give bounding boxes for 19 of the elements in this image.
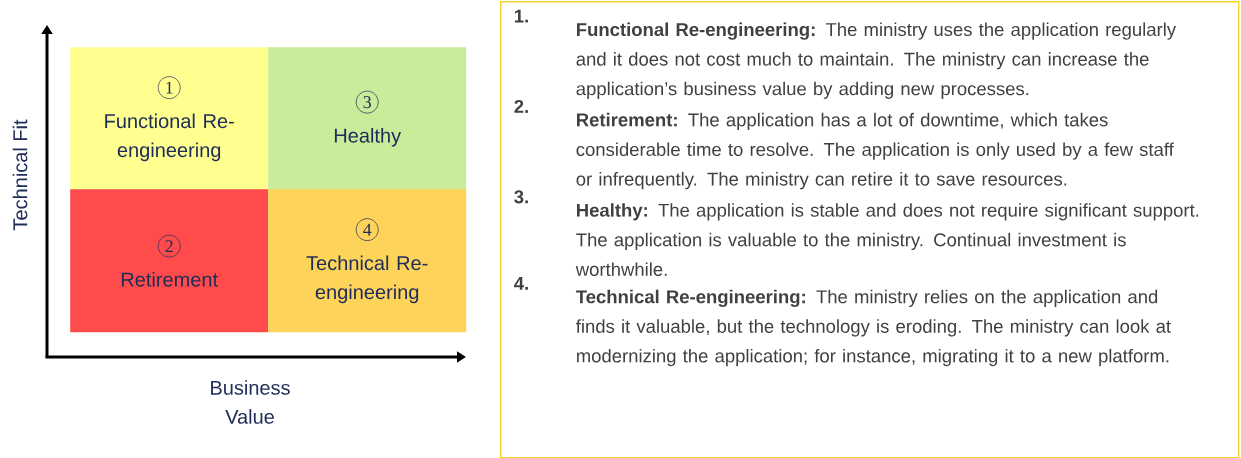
list-item: Technical Re-engineering: The ministry relies on the application and finds it valuable, but the technology is eroding. The ministry can look at modernizing the application; for instance, migrating it to a new platform. xyxy=(575,289,1171,367)
quadrant-label: Retirement xyxy=(121,271,218,287)
list-number: 3. xyxy=(514,190,528,204)
quadrant xyxy=(268,189,467,333)
quadrant xyxy=(268,47,467,191)
quadrant-label: Technical Re-engineering xyxy=(306,255,428,304)
text-panel xyxy=(500,1,1240,458)
list-number: 2. xyxy=(514,99,528,113)
list-number: 1. xyxy=(514,9,528,23)
list-item: Retirement: The application has a lot of downtime, which takes considerable time to resolve. The application is only used by a few staff or infrequently. The ministry can retire it to save resources. xyxy=(576,112,1174,190)
axis-label: Technical Fit xyxy=(12,119,28,231)
list-item: Functional Re-engineering: The ministry uses the application regularly and it does not cost much to maintain. The ministry can increase the application’s business value by adding new processes. xyxy=(576,22,1177,99)
quadrant-label: Functional Re-engineering xyxy=(105,113,234,162)
quadrant xyxy=(70,47,269,191)
quadrant xyxy=(70,189,269,333)
axis-label: Business Value xyxy=(211,380,290,424)
list-number: 4. xyxy=(514,277,528,290)
list-item: Healthy: The application is stable and does not require significant support. The application is valuable to the ministry. Continual investment is worthwhile. xyxy=(575,203,1199,276)
quadrant-label: Healthy xyxy=(334,128,402,147)
